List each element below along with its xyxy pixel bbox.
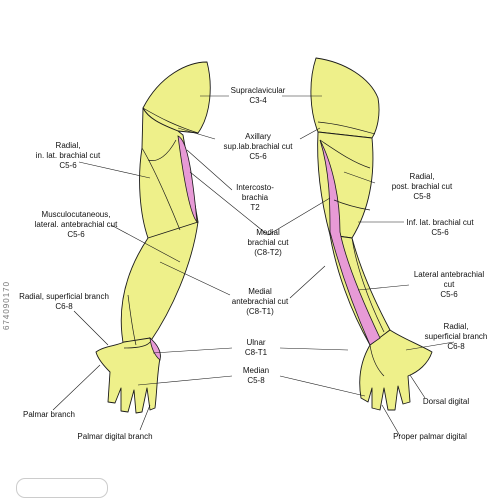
label-radial-superficial-right: Radial, superficial branch C6-8	[416, 322, 496, 352]
label-line: C6-8	[447, 342, 465, 351]
stock-footer-bar	[0, 474, 500, 500]
label-line: Radial, superficial branch	[19, 292, 109, 301]
right-arm-division-lines	[317, 121, 385, 377]
right-shoulder-region	[310, 57, 380, 139]
label-line: C5-6	[249, 152, 267, 161]
label-line: cut	[443, 280, 455, 289]
label-line: Proper palmar digital	[393, 432, 467, 441]
right-medial-antebrachial-region	[319, 139, 381, 346]
label-line: (C8-T1)	[246, 307, 274, 316]
label-lateral-antebrachial: Lateral antebrachial cut C5-6	[404, 270, 494, 300]
left-hand-region	[95, 337, 161, 414]
label-line: Supraclavicular	[230, 86, 286, 95]
stock-id-watermark: 674090170	[2, 280, 11, 330]
label-line: Ulnar	[246, 338, 266, 347]
label-line: Medial	[248, 287, 272, 296]
label-radial-post-brachial: Radial, post. brachial cut C5-8	[376, 172, 468, 202]
label-line: Musculocutaneous,	[41, 210, 111, 219]
label-line: Palmar digital branch	[77, 432, 153, 441]
label-radial-in-lat-brachial: Radial, in. lat. brachial cut C5-6	[18, 141, 118, 171]
label-ulnar: Ulnar C8-T1	[234, 338, 278, 358]
stock-logo	[16, 478, 108, 498]
label-axillary: Axillary sup.lab.brachial cut C5-6	[210, 132, 306, 162]
label-proper-palmar-digital: Proper palmar digital	[380, 432, 480, 442]
label-line: Palmar branch	[22, 410, 76, 419]
label-line: Radial,	[443, 322, 469, 331]
label-line: superficial branch	[424, 332, 488, 341]
label-line: Lateral antebrachial	[413, 270, 485, 279]
label-line: Radial,	[55, 141, 81, 150]
label-line: C5-8	[413, 192, 431, 201]
left-arm-division-lines	[123, 107, 199, 349]
left-ulnar-region	[149, 337, 161, 361]
label-dorsal-digital: Dorsal digital	[414, 397, 478, 407]
label-line: (C8-T2)	[254, 248, 282, 257]
label-line: antebrachial cut	[231, 297, 289, 306]
label-musculocutaneous: Musculocutaneous, lateral. antebrachial …	[14, 210, 138, 240]
label-line: Median	[242, 366, 270, 375]
label-line: C5-6	[67, 230, 85, 239]
label-line: Inf. lat. brachial cut	[406, 218, 474, 227]
label-line: T2	[250, 203, 260, 212]
label-line: sup.lab.brachial cut	[223, 142, 293, 151]
label-line: brachia	[241, 193, 269, 202]
label-radial-superficial-left: Radial, superficial branch C6-8	[6, 292, 122, 312]
label-line: lateral. antebrachial cut	[34, 220, 118, 229]
label-line: C6-8	[55, 302, 73, 311]
label-line: C5-8	[247, 376, 265, 385]
label-line: in. lat. brachial cut	[35, 151, 101, 160]
left-arm	[95, 61, 211, 414]
label-palmar-branch: Palmar branch	[14, 410, 84, 420]
label-palmar-digital-branch: Palmar digital branch	[60, 432, 170, 442]
label-inf-lat-brachial: Inf. lat. brachial cut C5-6	[390, 218, 490, 238]
label-intercostobrachial: Intercosto- brachia T2	[230, 183, 280, 213]
left-intercostobrachial-region	[177, 135, 198, 224]
label-medial-antebrachial: Medial antebrachial cut (C8-T1)	[222, 287, 298, 317]
label-line: C8-T1	[244, 348, 268, 357]
leader-lines	[52, 95, 455, 437]
label-line: Dorsal digital	[422, 397, 470, 406]
label-line: Intercosto-	[236, 183, 274, 192]
label-line: C3-4	[249, 96, 267, 105]
label-line: Radial,	[409, 172, 435, 181]
label-line: C5-6	[440, 290, 458, 299]
label-median: Median C5-8	[234, 366, 278, 386]
label-line: brachial cut	[247, 238, 289, 247]
label-line: post. brachial cut	[391, 182, 453, 191]
label-line: Medial	[256, 228, 280, 237]
right-hand-region	[359, 329, 433, 411]
label-line: C5-6	[431, 228, 449, 237]
label-line: C5-6	[59, 161, 77, 170]
label-supraclavicular: Supraclavicular C3-4	[230, 86, 286, 106]
label-line: Axillary	[245, 132, 271, 141]
label-medial-brachial: Medial brachial cut (C8-T2)	[236, 228, 300, 258]
